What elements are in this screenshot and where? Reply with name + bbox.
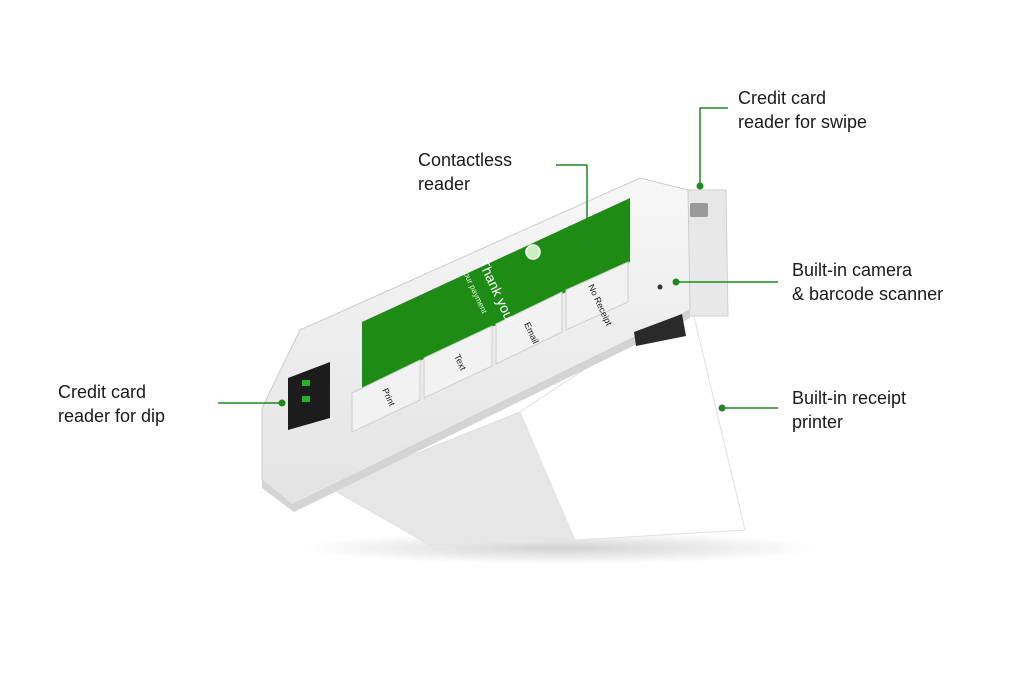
camera-icon (657, 284, 663, 290)
dip-label-line1: Credit card (58, 382, 147, 402)
contactless-leader (556, 164, 588, 244)
printer-callout: Built-in receipt printer (792, 386, 906, 434)
camera-label-line1: Built-in camera (792, 260, 913, 280)
printer-dot (718, 404, 726, 412)
camera-dot (672, 278, 680, 286)
contactless-callout: Contactless reader (418, 148, 512, 196)
swipe-dot (696, 182, 704, 190)
dip-callout: Credit card reader for dip (58, 380, 165, 428)
stand-shadow-side (330, 412, 575, 545)
side-port (634, 314, 686, 346)
swipe-icon (690, 203, 708, 217)
screen-buttons (351, 261, 629, 433)
contactless-label-line1: Contactless (418, 150, 513, 170)
swipe-label-line1: Credit card (738, 88, 827, 108)
swipe-leader (699, 107, 728, 186)
dip-dot (278, 399, 286, 407)
swipe-callout: Credit card reader for swipe (738, 86, 867, 134)
printer-label-line2: printer (792, 412, 844, 432)
camera-callout: Built-in camera & barcode scanner (792, 258, 943, 306)
card-slot-icon (288, 362, 330, 430)
contactless-dot (583, 240, 591, 248)
dip-label-line2: reader for dip (58, 406, 166, 426)
callout-lines (218, 107, 778, 409)
callout-dots (278, 182, 726, 412)
camera-label-line2: & barcode scanner (792, 284, 944, 304)
contactless-label-line2: reader (418, 174, 471, 194)
contactless-icon (525, 244, 541, 260)
swipe-label-line2: reader for swipe (738, 112, 868, 132)
screen (362, 198, 630, 388)
printer-label-line1: Built-in receipt (792, 388, 907, 408)
